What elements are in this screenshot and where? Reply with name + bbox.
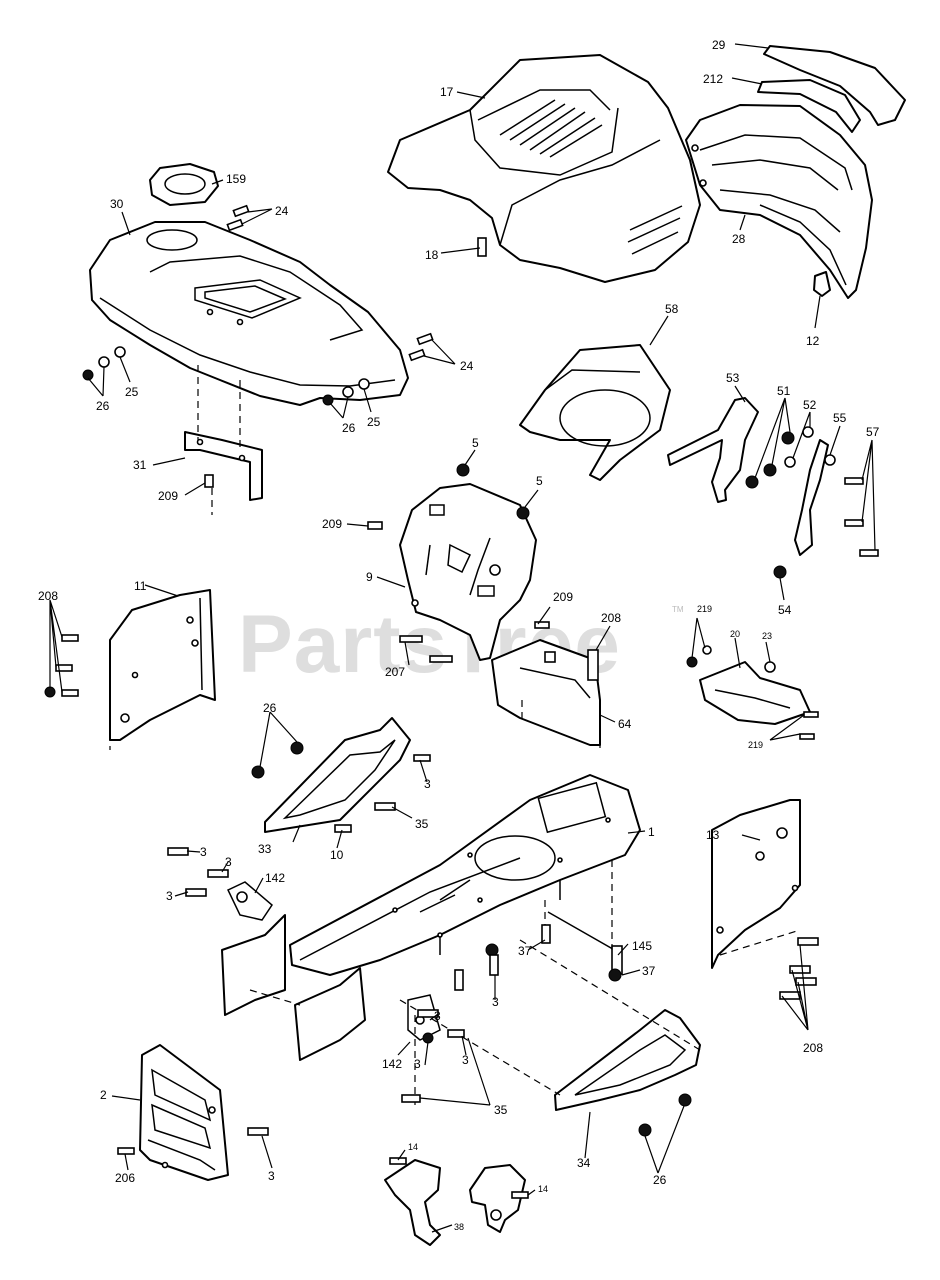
part-58-shroud: [519, 344, 671, 481]
callout-26-footrest-left: 26: [263, 701, 277, 715]
callout-209-lower: 209: [553, 590, 573, 604]
callout-3-center-c: 3: [462, 1053, 469, 1067]
part-30-fender: [89, 221, 409, 406]
part-31-bracket: [184, 431, 263, 501]
part-33-footrest: [264, 717, 411, 833]
part-34-footrest: [554, 1009, 701, 1111]
callout-5-left: 5: [472, 436, 479, 450]
callout-3-center-b: 3: [434, 1009, 441, 1023]
callout-12: 12: [806, 334, 820, 348]
callout-18: 18: [425, 248, 439, 262]
callout-10: 10: [330, 848, 344, 862]
callout-26-right: 26: [342, 421, 356, 435]
callouts: 29 212 17 159 24 30 18 28 12 58 24 25 26…: [38, 38, 880, 1232]
callout-142-left: 142: [265, 871, 285, 885]
callout-64: 64: [618, 717, 632, 731]
part-142-bracket-center: [294, 967, 441, 1061]
callout-55: 55: [833, 411, 847, 425]
callout-219-upper: 219: [697, 604, 712, 614]
callout-3-left-b: 3: [225, 855, 232, 869]
alignment-lines: [109, 365, 801, 1105]
callout-35-lower: 35: [494, 1103, 508, 1117]
callout-206: 206: [115, 1171, 135, 1185]
callout-212: 212: [703, 72, 723, 86]
callout-207: 207: [385, 665, 405, 679]
callout-159: 159: [226, 172, 246, 186]
callout-2: 2: [100, 1088, 107, 1102]
part-2-front-plate: [139, 1044, 229, 1181]
callout-208-left: 208: [38, 589, 58, 603]
callout-26-left: 26: [96, 399, 110, 413]
callout-14-right: 14: [538, 1184, 548, 1194]
callout-57: 57: [866, 425, 880, 439]
callout-3-center: 3: [492, 995, 499, 1009]
callout-34: 34: [577, 1156, 591, 1170]
part-20-plate: [699, 661, 811, 725]
part-212-bracket: [757, 79, 861, 133]
callout-28: 28: [732, 232, 746, 246]
callout-5-right: 5: [536, 474, 543, 488]
callout-208-center: 208: [601, 611, 621, 625]
callout-13: 13: [706, 828, 720, 842]
callout-24-right: 24: [460, 359, 474, 373]
part-13-side-panel: [711, 799, 801, 969]
callout-30: 30: [110, 197, 124, 211]
watermark-trademark: TM: [672, 605, 684, 614]
part-1-frame: [289, 774, 641, 976]
callout-14-left: 14: [408, 1142, 418, 1152]
callout-54: 54: [778, 603, 792, 617]
part-145-rod: [547, 911, 623, 975]
part-28-grille: [685, 104, 873, 299]
callout-52: 52: [803, 398, 817, 412]
callout-1: 1: [648, 825, 655, 839]
callout-51: 51: [777, 384, 791, 398]
part-38-pedal-right: [469, 1164, 526, 1233]
part-53-plate: [667, 397, 759, 503]
part-29-lens: [763, 45, 906, 126]
callout-3-footrest: 3: [424, 777, 431, 791]
callout-209-upper: 209: [158, 489, 178, 503]
hardware: [44, 204, 879, 1199]
callout-58: 58: [665, 302, 679, 316]
part-11-side-panel: [109, 589, 216, 741]
callout-20: 20: [730, 629, 740, 639]
callout-17: 17: [440, 85, 454, 99]
callout-25-right: 25: [367, 415, 381, 429]
part-12-clip: [813, 271, 831, 297]
callout-3-front: 3: [268, 1169, 275, 1183]
part-64-bracket: [491, 639, 601, 746]
callout-142-center: 142: [382, 1057, 402, 1071]
callout-11: 11: [134, 579, 147, 593]
callout-3-left-a: 3: [200, 845, 207, 859]
callout-208-right: 208: [803, 1041, 823, 1055]
callout-31: 31: [133, 458, 147, 472]
part-38-pedal-left: [384, 1159, 441, 1246]
callout-23: 23: [762, 631, 772, 641]
leader-lines: [49, 43, 876, 1233]
callout-9: 9: [366, 570, 373, 584]
callout-53: 53: [726, 371, 740, 385]
callout-26-footrest-right: 26: [653, 1173, 667, 1187]
callout-219-lower: 219: [748, 740, 763, 750]
callout-209-mid: 209: [322, 517, 342, 531]
part-159-cup: [149, 163, 219, 206]
callout-33: 33: [258, 842, 272, 856]
callout-29: 29: [712, 38, 726, 52]
callout-25-left: 25: [125, 385, 139, 399]
callout-24-upper: 24: [275, 204, 289, 218]
callout-3-center-d: 3: [414, 1057, 421, 1071]
callout-38: 38: [454, 1222, 464, 1232]
callout-3-left-c: 3: [166, 889, 173, 903]
callout-35-upper: 35: [415, 817, 429, 831]
part-9-dash-panel: [399, 483, 537, 661]
callout-37-right: 37: [642, 964, 656, 978]
callout-145: 145: [632, 939, 652, 953]
part-17-hood: [387, 54, 701, 283]
part-55-plate: [794, 439, 829, 556]
callout-37-left: 37: [518, 944, 532, 958]
part-142-bracket-left: [221, 881, 286, 1016]
